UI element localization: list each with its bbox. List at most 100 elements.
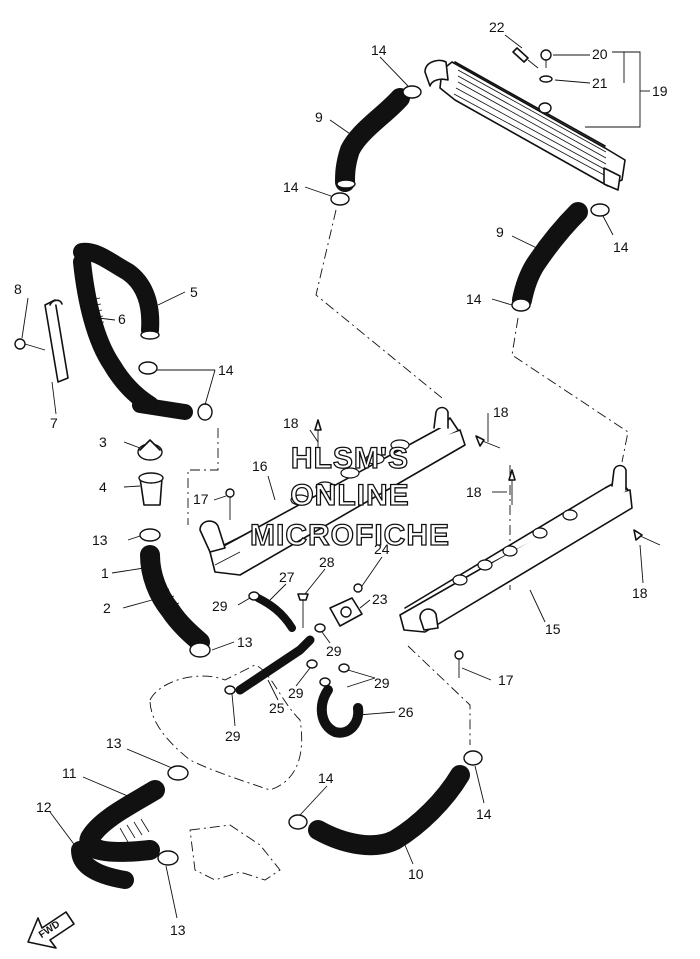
rivet-22 bbox=[512, 47, 539, 69]
callout-26: 26 bbox=[398, 704, 414, 720]
callout-14: 14 bbox=[371, 42, 387, 58]
bolt-8 bbox=[14, 338, 46, 351]
callout-29: 29 bbox=[288, 685, 304, 701]
clamp-14-upper-left bbox=[402, 85, 422, 99]
callout-14: 14 bbox=[218, 362, 234, 378]
clamp-13-lower-b bbox=[157, 850, 179, 866]
callout-20: 20 bbox=[592, 46, 608, 62]
callout-29: 29 bbox=[326, 643, 342, 659]
callout-12: 12 bbox=[36, 799, 52, 815]
callout-18: 18 bbox=[283, 415, 299, 431]
bolt-20 bbox=[540, 49, 552, 68]
housing-4 bbox=[138, 472, 164, 506]
callout-7: 7 bbox=[50, 415, 58, 431]
callout-27: 27 bbox=[279, 569, 295, 585]
pin-18-a bbox=[314, 419, 322, 455]
callout-29: 29 bbox=[374, 675, 390, 691]
rail-15 bbox=[399, 464, 633, 633]
oil-cooler-assembly bbox=[424, 59, 626, 191]
callout-4: 4 bbox=[99, 479, 107, 495]
bracket-7 bbox=[44, 299, 69, 383]
watermark-line-3: MICROFICHE bbox=[250, 519, 450, 552]
callout-3: 3 bbox=[99, 434, 107, 450]
pipe-5 bbox=[73, 242, 160, 340]
callout-14: 14 bbox=[318, 770, 334, 786]
clamp-14-lower-left bbox=[288, 814, 308, 830]
callout-14: 14 bbox=[613, 239, 629, 255]
callout-13: 13 bbox=[92, 532, 108, 548]
callout-13: 13 bbox=[170, 922, 186, 938]
pin-18-b bbox=[475, 435, 501, 449]
callout-13: 13 bbox=[237, 634, 253, 650]
callout-6: 6 bbox=[118, 311, 126, 327]
callout-8: 8 bbox=[14, 281, 22, 297]
callout-24: 24 bbox=[374, 541, 390, 557]
callout-14: 14 bbox=[466, 291, 482, 307]
callout-23: 23 bbox=[372, 591, 388, 607]
hose-9-right bbox=[512, 202, 588, 310]
clamp-14-mid-left bbox=[330, 192, 350, 206]
bolt-17-lower bbox=[454, 650, 464, 678]
callout-9: 9 bbox=[496, 224, 504, 240]
callout-labels: 22 20 21 19 14 9 14 9 14 14 8 5 6 14 7 1… bbox=[14, 19, 668, 938]
fwd-arrow-icon: FWD bbox=[27, 911, 75, 949]
pin-18-d bbox=[633, 529, 661, 546]
clamp-14-lower-right bbox=[463, 750, 483, 766]
rod-28 bbox=[297, 593, 309, 628]
callout-16: 16 bbox=[252, 458, 268, 474]
callout-9: 9 bbox=[315, 109, 323, 125]
clamp-13-upper bbox=[139, 528, 161, 542]
hose-3-corrugated-upper bbox=[132, 397, 193, 420]
valve-23 bbox=[329, 597, 363, 627]
clamp-29-set bbox=[224, 591, 350, 695]
callout-19: 19 bbox=[652, 83, 668, 99]
callout-2: 2 bbox=[103, 600, 111, 616]
hose-27 bbox=[254, 594, 296, 632]
callout-18: 18 bbox=[493, 404, 509, 420]
callout-29: 29 bbox=[212, 598, 228, 614]
connector-line-right bbox=[511, 317, 629, 463]
callout-11: 11 bbox=[62, 765, 77, 781]
hose-11 bbox=[79, 780, 165, 862]
bracket-16 bbox=[199, 406, 466, 576]
hose-10 bbox=[308, 765, 470, 856]
callout-13: 13 bbox=[106, 735, 122, 751]
clamp-14-mid-right bbox=[511, 298, 531, 312]
thermostat-3 bbox=[137, 439, 163, 461]
callout-14: 14 bbox=[283, 179, 299, 195]
callout-22: 22 bbox=[489, 19, 505, 35]
watermark: HLSM'S ONLINE MICROFICHE bbox=[249, 441, 450, 552]
callout-18: 18 bbox=[466, 484, 482, 500]
bolt-24 bbox=[353, 583, 363, 593]
callout-21: 21 bbox=[592, 75, 608, 91]
callout-17: 17 bbox=[193, 491, 209, 507]
callout-leaders bbox=[21, 34, 650, 919]
hose-6 bbox=[73, 253, 159, 414]
watermark-line-2: ONLINE bbox=[290, 479, 409, 512]
callout-28: 28 bbox=[319, 554, 335, 570]
clamp-13-mid bbox=[189, 642, 211, 658]
callout-18: 18 bbox=[632, 585, 648, 601]
callout-10: 10 bbox=[408, 866, 424, 882]
callout-15: 15 bbox=[545, 621, 561, 637]
callout-1: 1 bbox=[101, 565, 109, 581]
callout-14: 14 bbox=[476, 806, 492, 822]
engine-outline bbox=[149, 664, 303, 791]
hose-25 bbox=[235, 635, 315, 695]
pin-18-c bbox=[508, 469, 516, 505]
clamp-13-lower-a bbox=[167, 765, 189, 781]
engine-fragment bbox=[189, 824, 281, 881]
hose-9-left bbox=[335, 88, 410, 192]
callout-25: 25 bbox=[269, 700, 285, 716]
hose-26 bbox=[316, 685, 364, 738]
connector-line-left bbox=[315, 209, 443, 399]
callout-17: 17 bbox=[498, 672, 514, 688]
washer-21 bbox=[539, 75, 553, 83]
watermark-line-1: HLSM'S bbox=[291, 442, 409, 475]
callout-5: 5 bbox=[190, 284, 198, 300]
clamp-14-upper-right bbox=[590, 203, 610, 217]
hose-1-2-corrugated bbox=[140, 545, 210, 652]
connector-line-bracket bbox=[187, 428, 219, 525]
callout-29: 29 bbox=[225, 728, 241, 744]
